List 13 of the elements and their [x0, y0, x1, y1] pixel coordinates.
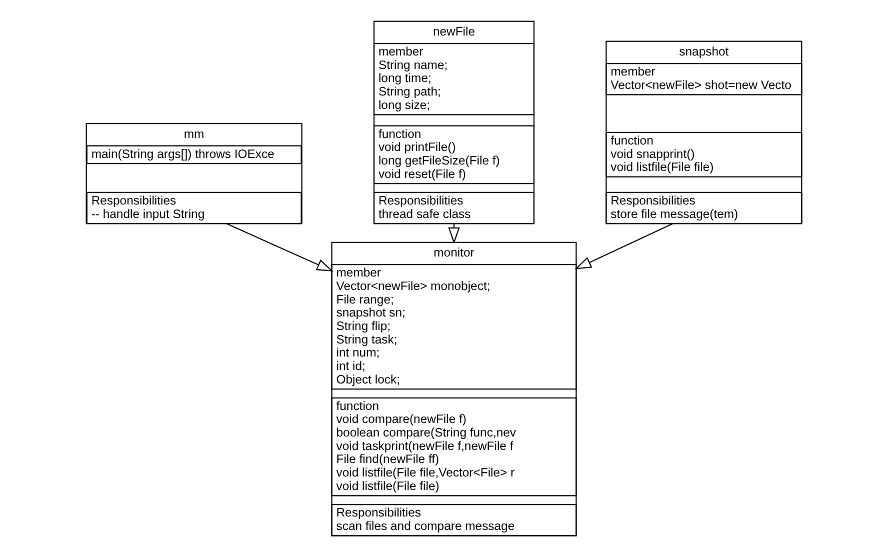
node-box: function void compare(newFile f) boolean compare(String func,nev void taskprint(newFile f,newFile f File find(newFile ff) void listfile(File file,Vector<File> r void listfile(File file): [330, 397, 576, 496]
node-box: member String name; long time; String path; long size;: [372, 43, 534, 116]
node-box: Responsibilities scan files and compare message: [330, 504, 576, 536]
node-box: Responsibilities -- handle input String: [86, 192, 302, 224]
arrow: [226, 223, 333, 272]
node-box: function void snapprint() void listfile(File file): [605, 132, 802, 178]
arrow: [574, 223, 672, 270]
node-box: Responsibilities store file message(tem): [605, 192, 802, 224]
node-box: Responsibilities thread safe class: [372, 192, 534, 224]
node-box: member Vector<newFile> monobject; File range; snapshot sn; String flip; String task; int num; int id; Object lock;: [330, 264, 576, 390]
node-box: main(String args[]) throws IOExce: [86, 145, 302, 164]
node-box: member Vector<newFile> shot=new Vecto: [605, 63, 802, 96]
node-box: function void printFile() long getFileSize(File f) void reset(File f): [372, 125, 534, 184]
